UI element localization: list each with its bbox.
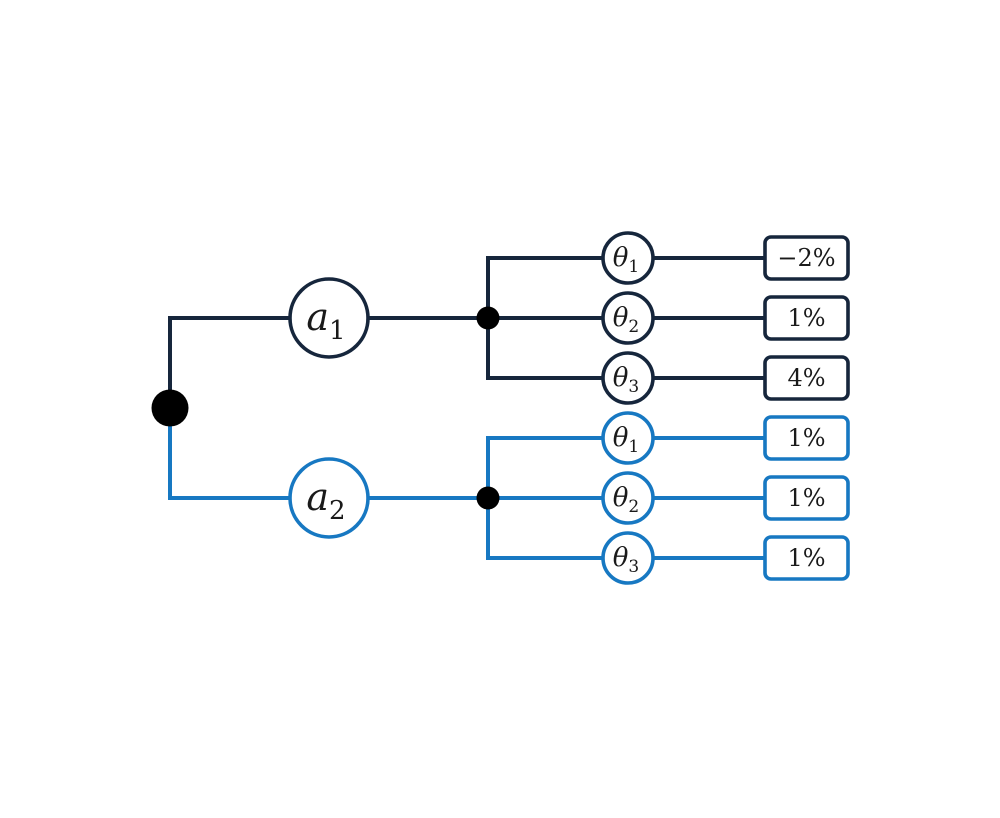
theta-label-a2-2: θ2 xyxy=(613,483,639,517)
value-label-a2-3: 1% xyxy=(787,544,825,572)
action-node-a1 xyxy=(288,277,370,359)
theta-node-a2-2 xyxy=(601,471,655,525)
value-box-a1-1 xyxy=(763,235,850,281)
theta-label-a1-2: θ2 xyxy=(613,303,639,337)
action-node-a2 xyxy=(288,457,370,539)
value-box-a2-2 xyxy=(763,475,850,521)
theta-label-a1-3: θ3 xyxy=(613,363,639,397)
theta-label-a1-1: θ1 xyxy=(613,243,639,277)
chance-node-a1 xyxy=(476,306,500,330)
theta-node-a1-1 xyxy=(601,231,655,285)
value-box-a2-1 xyxy=(763,415,850,461)
value-label-a1-3: 4% xyxy=(787,364,825,392)
root-decision-node xyxy=(151,389,189,427)
theta-node-a2-1 xyxy=(601,411,655,465)
theta-label-a2-3: θ3 xyxy=(613,543,639,577)
action-label-a2: a2 xyxy=(306,475,345,526)
value-box-a1-3 xyxy=(763,355,850,401)
theta-node-a1-2 xyxy=(601,291,655,345)
theta-label-a2-1: θ1 xyxy=(613,423,639,457)
value-box-a2-3 xyxy=(763,535,850,581)
value-box-a1-2 xyxy=(763,295,850,341)
chance-node-a2 xyxy=(476,486,500,510)
theta-node-a2-3 xyxy=(601,531,655,585)
value-label-a1-1: −2% xyxy=(777,244,835,272)
action-label-a1: a1 xyxy=(306,295,345,346)
theta-node-a1-3 xyxy=(601,351,655,405)
value-label-a2-2: 1% xyxy=(787,484,825,512)
value-label-a2-1: 1% xyxy=(787,424,825,452)
value-label-a1-2: 1% xyxy=(787,304,825,332)
